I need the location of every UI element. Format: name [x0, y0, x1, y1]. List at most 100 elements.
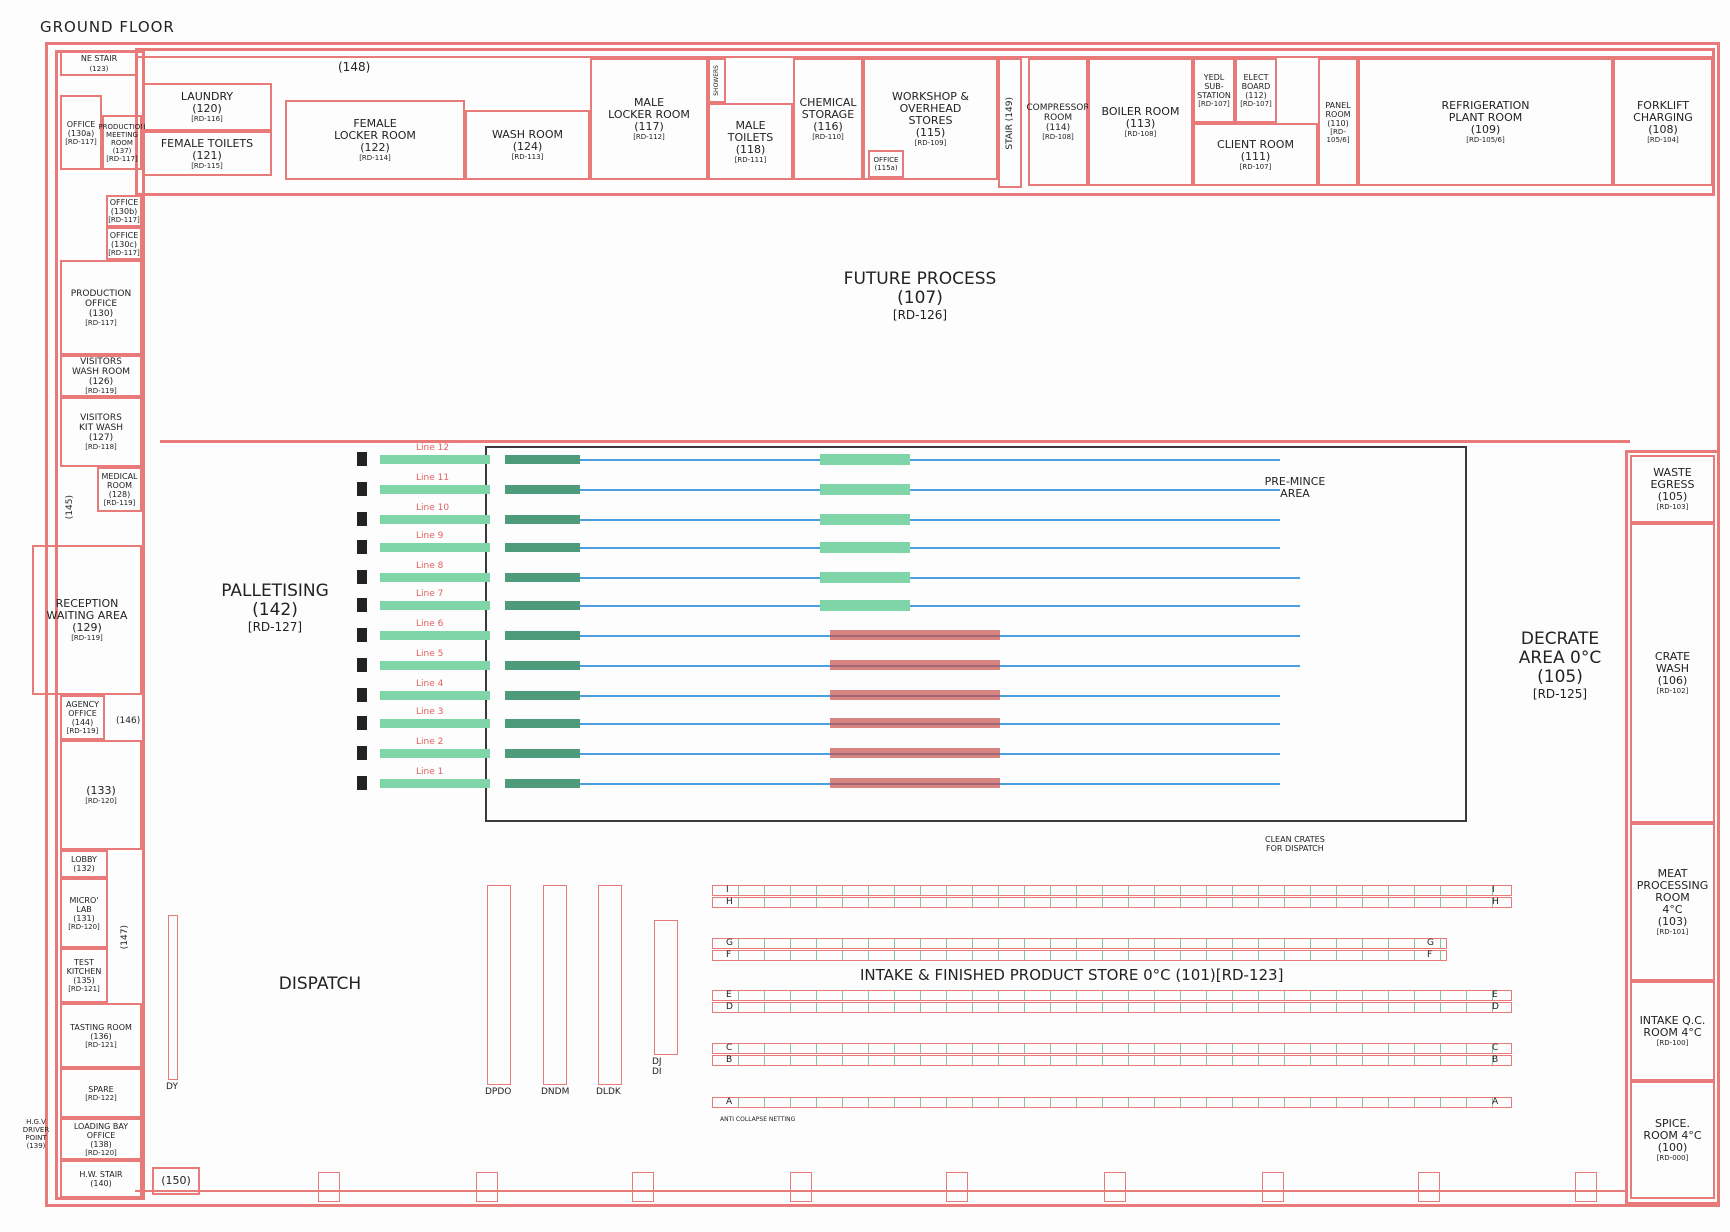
store-rack-row — [712, 1055, 1512, 1066]
spare-rd: [RD-122] — [85, 1093, 117, 1102]
visitors-wash-rd: [RD-119] — [85, 387, 117, 395]
decrate-num: (105) — [1537, 667, 1583, 687]
compressor-room: COMPRESSOR ROOM (114) [RD-108] — [1026, 58, 1090, 186]
stair-149: STAIR (149) — [998, 58, 1022, 188]
tasting-room-rd: [RD-121] — [85, 1040, 117, 1049]
line-label: Line 5 — [416, 649, 444, 659]
line-label: Line 3 — [416, 707, 444, 717]
line-machine — [505, 573, 580, 582]
dock-leveller — [790, 1172, 812, 1202]
line-machine — [505, 691, 580, 700]
production-office: PRODUCTION OFFICE (130) [RD-117] — [60, 260, 142, 355]
yedl-substation: YEDL SUB- STATION [RD-107] — [1193, 58, 1235, 123]
office-130a: OFFICE (130a) [RD-117] — [60, 95, 102, 170]
line-machine — [505, 661, 580, 670]
dock-leveller — [1575, 1172, 1597, 1202]
line-label: Line 10 — [416, 503, 450, 513]
corridor-148-label: (148) — [338, 60, 371, 74]
production-meeting-name: PRODUCTION MEETING ROOM (137) — [98, 122, 146, 155]
dock-leveller — [318, 1172, 340, 1202]
dock-leveller — [1104, 1172, 1126, 1202]
pallet-station — [357, 746, 367, 760]
future-process-name: FUTURE PROCESS — [843, 269, 997, 289]
yedl-name: YEDL SUB- STATION — [1197, 73, 1231, 100]
line-machine — [505, 543, 580, 552]
palletising-area: PALLETISING (142) [RD-127] — [200, 582, 350, 635]
office-130c-name: OFFICE (130c) — [109, 230, 139, 249]
line-label: Line 4 — [416, 679, 444, 689]
corridor-146-label: (146) — [116, 716, 141, 726]
line-label: Line 2 — [416, 737, 444, 747]
elect-board: ELECT BOARD (112) [RD-107] — [1235, 58, 1277, 123]
refrigeration-name: REFRIGERATION PLANT ROOM (109) — [1441, 99, 1530, 136]
yedl-rd: [RD-107] — [1198, 100, 1230, 108]
workshop-stores: WORKSHOP & OVERHEAD STORES (115) [RD-109… — [863, 58, 998, 180]
wash-room-rd: [RD-113] — [511, 153, 544, 161]
line-flow — [580, 605, 1300, 607]
crate-wash-name: CRATE WASH (106) — [1654, 650, 1691, 687]
pallet-station — [357, 512, 367, 526]
reception-name: RECEPTION WAITING AREA (129) — [46, 597, 128, 634]
tasting-room-name: TASTING ROOM (136) — [70, 1022, 132, 1041]
dispatch-rack — [168, 915, 178, 1080]
store-rack-row — [712, 1097, 1512, 1108]
store-row-right-label: G — [1427, 938, 1434, 948]
dispatch-name: DISPATCH — [278, 974, 362, 994]
intake-store-label: INTAKE & FINISHED PRODUCT STORE 0°C (101… — [860, 966, 1284, 984]
female-locker-name: FEMALE LOCKER ROOM (122) — [334, 117, 416, 154]
spice-room-rd: [RD-000] — [1656, 1154, 1689, 1162]
pallet-station — [357, 482, 367, 496]
line-machine — [505, 515, 580, 524]
medical-name: MEDICAL ROOM (128) — [101, 472, 138, 499]
conveyor-line — [380, 779, 490, 788]
showers-name: SHOWERS — [713, 65, 720, 96]
meat-processing-rd: [RD-101] — [1656, 928, 1689, 936]
waste-egress: WASTE EGRESS (105) [RD-103] — [1630, 455, 1715, 523]
line-green-unit — [820, 514, 910, 525]
line-label: Line 11 — [416, 473, 450, 483]
office-130c-rd: [RD-117] — [108, 248, 140, 257]
dispatch-rack — [598, 885, 622, 1085]
elect-board-rd: [RD-107] — [1240, 100, 1272, 108]
line-label: Line 8 — [416, 561, 444, 571]
reception-rd: [RD-119] — [71, 634, 103, 642]
line-green-unit — [820, 600, 910, 611]
store-rack-row — [712, 990, 1512, 1001]
corridor-145-label: (145) — [65, 495, 75, 520]
store-rack-row — [712, 897, 1512, 908]
line-machine — [505, 631, 580, 640]
hgv-driver-point: H.G.V DRIVER POINT (139) — [22, 1118, 50, 1150]
line-label: Line 6 — [416, 619, 444, 629]
store-row-left-label: D — [726, 1002, 733, 1012]
room-150-name: (150) — [161, 1174, 191, 1187]
dispatch-rack — [654, 920, 678, 1055]
top-corridor-line — [135, 48, 1715, 58]
line-machine — [505, 455, 580, 464]
dispatch-rack — [543, 885, 567, 1085]
showers: SHOWERS — [708, 58, 726, 103]
room-150: (150) — [152, 1167, 200, 1195]
line-machine — [505, 601, 580, 610]
line-flow — [580, 459, 1280, 461]
dock-leveller — [476, 1172, 498, 1202]
line-machine — [505, 485, 580, 494]
line-machine — [505, 719, 580, 728]
line-machine — [505, 749, 580, 758]
dispatch-rack — [487, 885, 511, 1085]
client-room-rd: [RD-107] — [1239, 162, 1272, 171]
meat-processing-name: MEAT PROCESSING ROOM 4°C (103) — [1636, 867, 1709, 928]
store-row-right-label: D — [1492, 1002, 1499, 1012]
clean-crates-label: CLEAN CRATES FOR DISPATCH — [1265, 835, 1325, 853]
line-flow — [580, 547, 1280, 549]
forklift-charging: FORKLIFT CHARGING (108) [RD-104] — [1613, 58, 1713, 186]
medical-rd: [RD-119] — [103, 499, 136, 507]
spare-room: SPARE [RD-122] — [60, 1068, 142, 1118]
top-block-wall — [135, 48, 1715, 196]
test-kitchen-name: TEST KITCHEN (135) — [66, 958, 102, 985]
pallet-station — [357, 540, 367, 554]
line-label: Line 9 — [416, 531, 444, 541]
compressor-name: COMPRESSOR ROOM (114) — [1026, 103, 1090, 133]
store-row-left-label: F — [726, 950, 732, 960]
laundry-rd: [RD-116] — [191, 115, 223, 123]
pallet-station — [357, 598, 367, 612]
